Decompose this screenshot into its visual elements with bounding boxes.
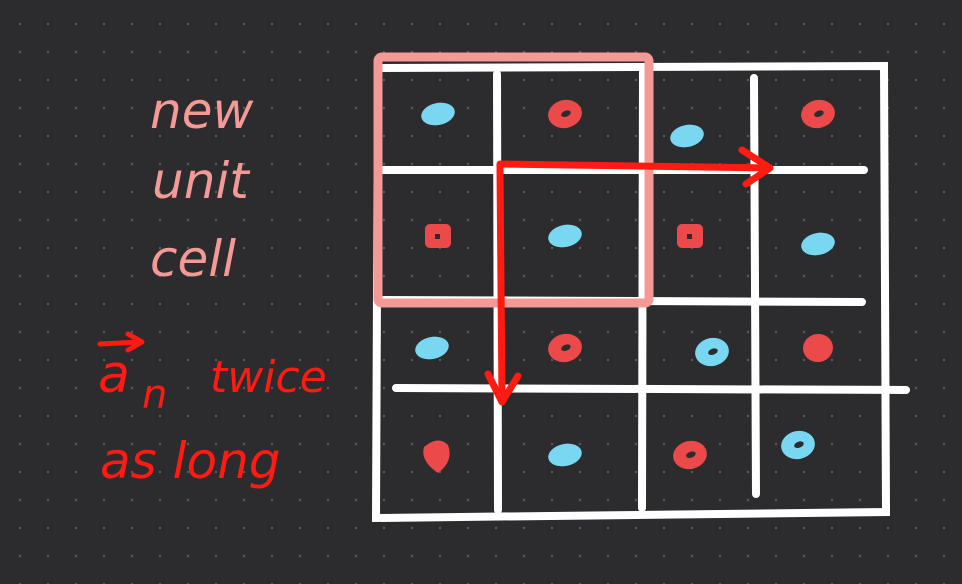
arrow-right-shaft — [496, 160, 772, 172]
atom-blue — [548, 224, 582, 248]
atom-blue — [421, 102, 455, 126]
label-subscript-n: n — [142, 372, 167, 418]
grid-border — [371, 61, 891, 523]
atom-red — [801, 99, 835, 129]
lattice-grid — [371, 61, 910, 523]
atom-blue — [548, 443, 582, 467]
atom-red — [548, 99, 582, 129]
grid-line-vertical — [638, 68, 647, 512]
atom-red — [803, 333, 833, 363]
grid-line-horizontal — [392, 384, 910, 394]
vector-arrow-overline — [97, 331, 145, 353]
atom-red — [673, 440, 707, 470]
label-new: new — [150, 82, 253, 140]
arrow-down-shaft — [496, 166, 506, 404]
atom-red — [677, 224, 703, 248]
atom-red — [425, 224, 451, 248]
new-unit-cell-label: new unit cell — [150, 82, 253, 288]
atom-blue — [415, 336, 449, 360]
grid-line-vertical — [750, 74, 760, 498]
grid-line-vertical — [493, 70, 502, 514]
new-unit-cell-box — [373, 52, 654, 308]
vector-label: a n twice as long — [97, 331, 327, 490]
atom-red — [548, 333, 582, 363]
label-unit: unit — [152, 152, 251, 210]
atom-blue — [801, 232, 835, 256]
atom-blue — [670, 124, 704, 148]
label-twice: twice — [210, 352, 327, 403]
arrow-right — [496, 146, 774, 188]
arrow-down-head — [484, 370, 522, 406]
label-as-long: as long — [100, 432, 281, 490]
label-cell: cell — [150, 230, 236, 288]
atom-blue — [695, 337, 729, 367]
atom-blue — [781, 430, 815, 460]
arrow-right-head — [738, 146, 774, 188]
atoms-layer — [415, 99, 835, 473]
arrow-down — [484, 166, 522, 406]
atom-red — [423, 440, 450, 473]
label-vector-a: a — [98, 345, 130, 405]
